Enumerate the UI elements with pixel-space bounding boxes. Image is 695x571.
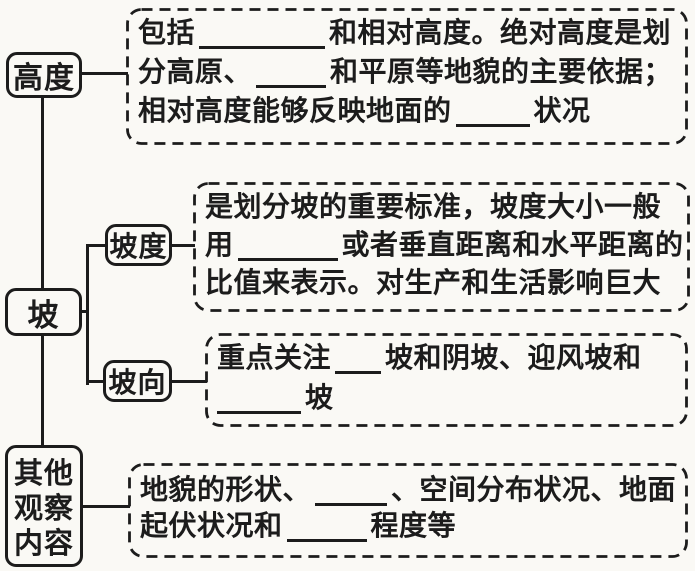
detail-line: 起伏状况和程度等 [140,511,457,542]
node-height: 高度 [6,52,82,98]
detail-line: 重点关注坡和阴坡、迎风坡和 [217,343,642,374]
node-other-label-line2: 观察 [13,493,74,525]
connector-slope-branch-stub [80,310,89,313]
connector-height-to-detail [80,72,128,75]
blank-field [315,503,388,506]
node-height-label: 高度 [13,62,75,95]
blank-field [199,46,326,49]
connector-branch-vertical [86,244,89,385]
blank-field [217,411,301,414]
blank-field [256,85,327,88]
connector-branch-to-gradient [86,244,107,247]
node-gradient: 坡度 [105,224,172,266]
connector-gradient-to-detail [170,244,195,247]
detail-line: 分高原、和平原等地貌的主要依据； [138,57,673,88]
detail-other-box: 地貌的形状、、空间分布状况、地面 起伏状况和程度等 [128,463,688,558]
node-other: 其他 观察 内容 [5,445,83,567]
detail-line: 比值来表示。对生产和生活影响巨大 [205,268,662,299]
dashed-border [126,8,688,145]
dashed-border [128,463,688,558]
blank-field [286,539,367,542]
detail-height-box: 包括和相对高度。绝对高度是划 分高原、和平原等地貌的主要依据； 相对高度能够反映… [126,8,688,145]
node-aspect: 坡向 [103,360,172,402]
node-slope: 坡 [5,288,82,336]
connector-branch-to-aspect [86,380,105,383]
detail-line: 包括和相对高度。绝对高度是划 [138,18,672,49]
node-aspect-label: 坡向 [108,368,167,399]
connector-other-to-detail [81,505,130,508]
connector-height-to-slope [41,96,44,290]
detail-line: 相对高度能够反映地面的状况 [138,96,591,127]
node-other-label-line3: 内容 [13,528,74,560]
detail-line: 地貌的形状、、空间分布状况、地面 [140,475,677,506]
dashed-border [205,333,688,427]
blank-field [335,371,382,374]
node-gradient-label: 坡度 [109,232,168,263]
detail-line: 坡 [217,379,678,419]
detail-line: 用或者垂直距离和水平距离的 [205,230,684,261]
blank-field [455,124,530,127]
detail-aspect-box: 重点关注坡和阴坡、迎风坡和 坡 [205,333,688,427]
connector-aspect-to-detail [170,380,207,383]
node-other-label-line1: 其他 [13,458,74,490]
blank-field [237,258,338,261]
detail-gradient-box: 是划分坡的重要标准，坡度大小一般 用或者垂直距离和水平距离的 比值来表示。对生产… [193,182,690,312]
node-slope-label: 坡 [27,297,60,333]
connector-slope-to-other [41,334,44,447]
detail-line: 是划分坡的重要标准，坡度大小一般 [205,192,662,223]
